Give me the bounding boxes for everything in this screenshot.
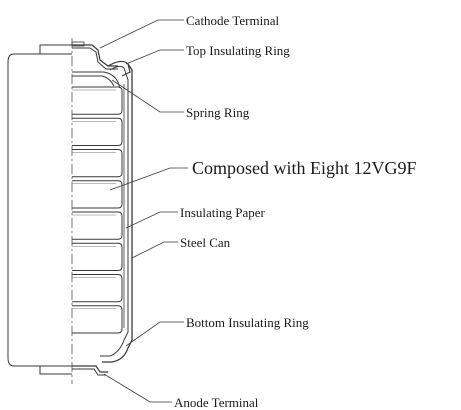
bottom-insulating-ring-shape [100, 339, 129, 363]
cell-4 [72, 180, 123, 209]
cell-8 [72, 305, 123, 334]
label-bottom-insulating-ring: Bottom Insulating Ring [186, 315, 309, 330]
leader-insulating-paper [125, 211, 178, 229]
leader-lines [99, 19, 188, 403]
spring-ring-shape [72, 71, 121, 89]
label-anode-terminal: Anode Terminal [174, 395, 259, 410]
leader-anode-terminal [103, 373, 172, 403]
label-composed-with: Composed with Eight 12VG9F [192, 158, 417, 178]
label-cathode-terminal: Cathode Terminal [186, 13, 279, 28]
leader-spring-ring [111, 79, 184, 113]
leader-bottom-insulating-ring [125, 321, 184, 347]
label-steel-can: Steel Can [180, 235, 231, 250]
top-insulating-ring-shape [107, 60, 131, 77]
leader-top-insulating-ring [125, 49, 184, 65]
anode-terminal-shape [72, 365, 108, 376]
cell-stack [72, 86, 123, 334]
cell-5 [72, 211, 123, 240]
battery-body-outline [7, 44, 72, 375]
leader-cathode-terminal [99, 19, 184, 49]
label-top-insulating-ring: Top Insulating Ring [186, 43, 290, 58]
steel-can-wall [123, 63, 133, 349]
label-spring-ring: Spring Ring [186, 105, 250, 120]
cell-2 [72, 117, 123, 146]
cathode-terminal-shape [71, 41, 118, 70]
cell-1 [72, 86, 123, 115]
label-insulating-paper: Insulating Paper [180, 205, 266, 220]
cell-3 [72, 149, 123, 178]
cell-6 [72, 242, 123, 271]
leader-steel-can [131, 241, 178, 259]
leader-composed-with [109, 167, 188, 191]
cell-7 [72, 274, 123, 303]
